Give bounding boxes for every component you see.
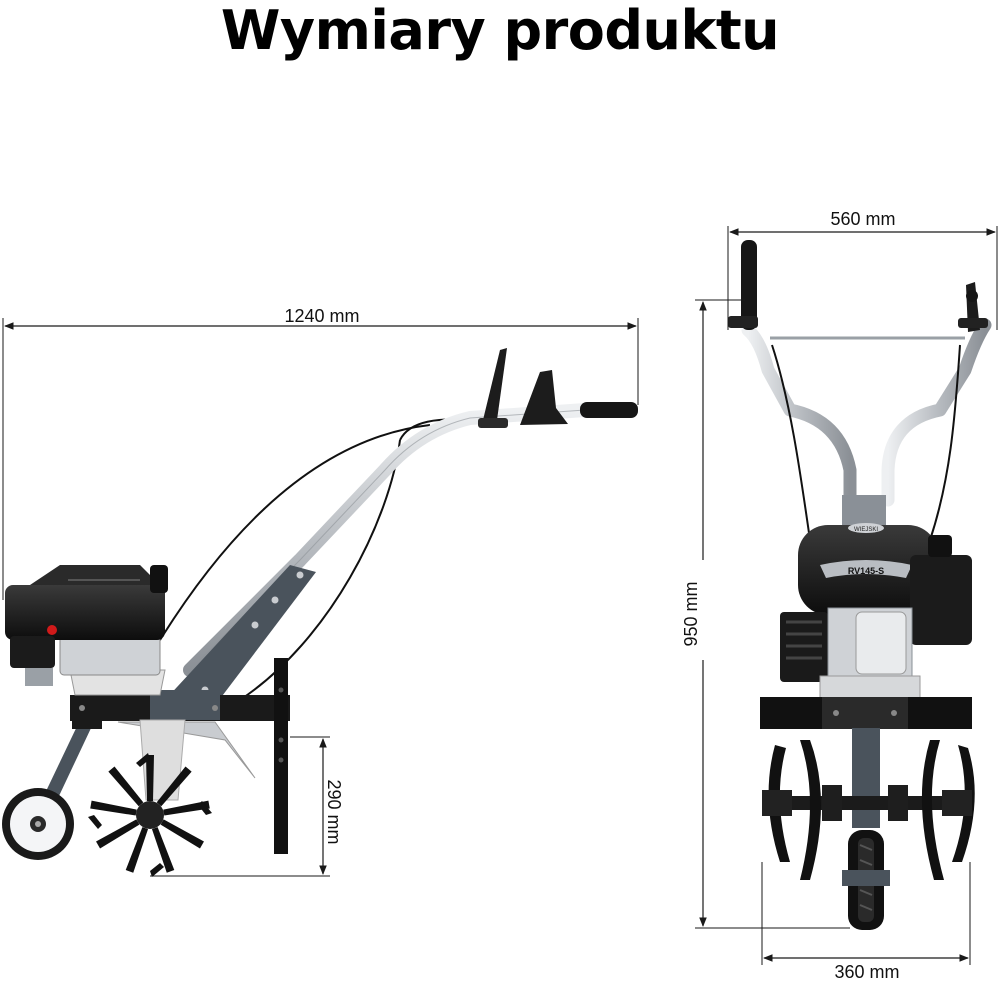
throttle-lever xyxy=(483,348,507,420)
side-tines xyxy=(88,753,212,877)
width-label: 560 mm xyxy=(830,209,895,229)
dimension-tine-height: 290 mm xyxy=(150,736,346,877)
dimension-tine-width: 360 mm xyxy=(761,862,971,981)
engine-model-label: RV145-S xyxy=(848,566,884,576)
front-view-tiller: WIEJSKI RV145-S xyxy=(728,240,992,930)
fuel-tank xyxy=(910,555,972,645)
side-handle-grip xyxy=(580,402,638,418)
height-label: 950 mm xyxy=(681,581,701,646)
length-label: 1240 mm xyxy=(284,306,359,326)
front-left-grip xyxy=(741,240,757,330)
page-title: Wymiary produktu xyxy=(220,0,780,62)
transport-wheel xyxy=(2,788,74,860)
depth-stake xyxy=(274,658,288,854)
side-engine xyxy=(5,565,168,696)
dimension-width: 560 mm xyxy=(727,209,998,330)
front-tines xyxy=(762,740,975,880)
tine-width-label: 360 mm xyxy=(834,962,899,981)
side-frame-plate xyxy=(165,565,316,712)
dimension-length: 1240 mm xyxy=(2,304,639,600)
dimension-height: 950 mm xyxy=(678,299,850,929)
engine-brand-label: WIEJSKI xyxy=(854,527,878,533)
side-view-tiller xyxy=(2,348,638,877)
tine-height-label: 290 mm xyxy=(324,779,344,844)
clutch-lever xyxy=(520,370,568,425)
